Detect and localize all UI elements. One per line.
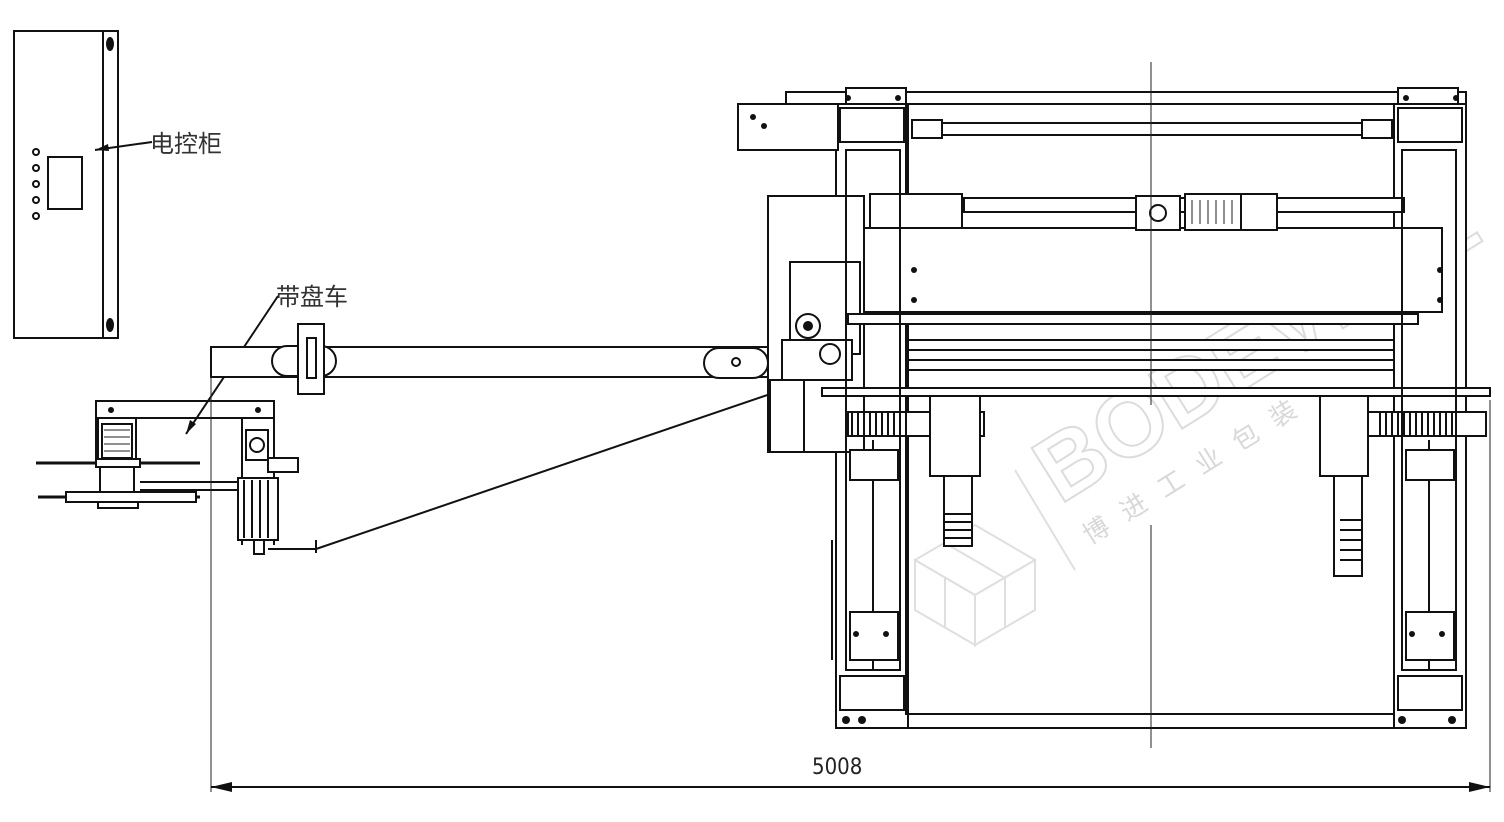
cabinet-indicator-lights [32, 148, 40, 220]
cabinet-screen [47, 156, 83, 210]
overall-dimension [210, 377, 1491, 792]
control-cabinet [13, 30, 119, 339]
control-cabinet-label: 电控柜 [150, 130, 222, 158]
watermark-logo-cube [913, 469, 1076, 647]
overall-dimension-value: 5008 [812, 755, 862, 780]
main-machine [737, 87, 1491, 729]
tape-reel-cart-label: 带盘车 [276, 283, 348, 311]
boom-arm [210, 323, 772, 395]
tape-reel-cart [36, 400, 299, 555]
tape-path-diagonal [315, 376, 821, 550]
